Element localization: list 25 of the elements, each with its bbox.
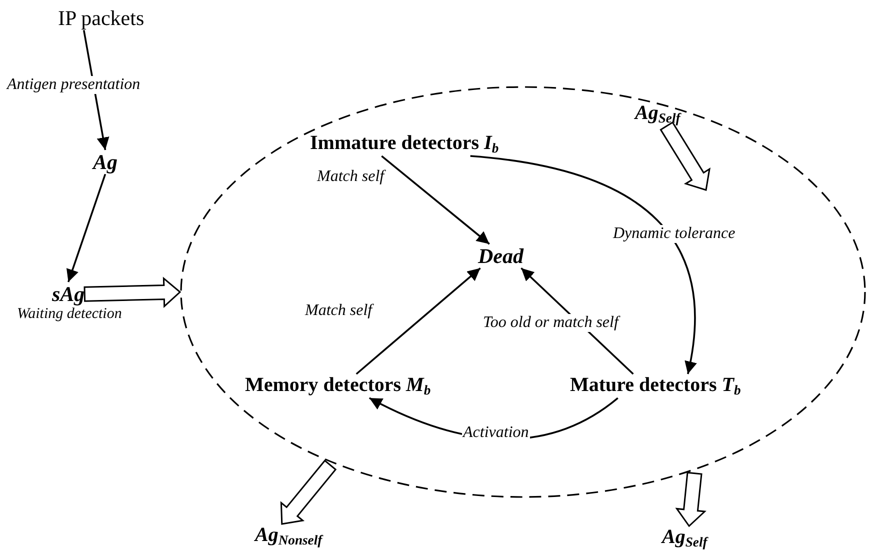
hollow-block-arrow bbox=[675, 472, 706, 528]
arrow bbox=[470, 155, 696, 374]
node-label: Memory detectors M$_{b}$ bbox=[245, 374, 431, 398]
node-caption: Waiting detection bbox=[17, 306, 122, 323]
node-label: Mature detectors T$_{b}$ bbox=[570, 374, 741, 398]
node-label: IP packets bbox=[58, 6, 144, 30]
edge-label: Antigen presentation bbox=[6, 76, 142, 94]
node-label: Immature detectors I$_{b}$ bbox=[310, 132, 499, 156]
edge-label: Too old or match self bbox=[482, 314, 620, 332]
hollow-block-arrow bbox=[280, 460, 337, 525]
node-label: Ag$_{Nonself}$ bbox=[255, 524, 322, 548]
node-label: Ag$_{Self}$ bbox=[662, 526, 708, 550]
edge-label: Match self bbox=[316, 168, 386, 186]
arrow bbox=[356, 267, 481, 375]
arrow bbox=[381, 155, 490, 245]
node-label: Ag$_{Self}$ bbox=[635, 102, 680, 126]
edge-label: Dynamic tolerance bbox=[612, 225, 736, 243]
arrow bbox=[66, 174, 106, 282]
node-label: Dead bbox=[478, 244, 524, 268]
hollow-block-arrow bbox=[84, 276, 182, 308]
edge-label: Match self bbox=[304, 302, 374, 320]
node-label: sAg bbox=[52, 282, 85, 306]
edge-label: Activation bbox=[462, 424, 530, 442]
hollow-block-arrow bbox=[660, 121, 711, 191]
node-label: Ag bbox=[93, 150, 118, 174]
